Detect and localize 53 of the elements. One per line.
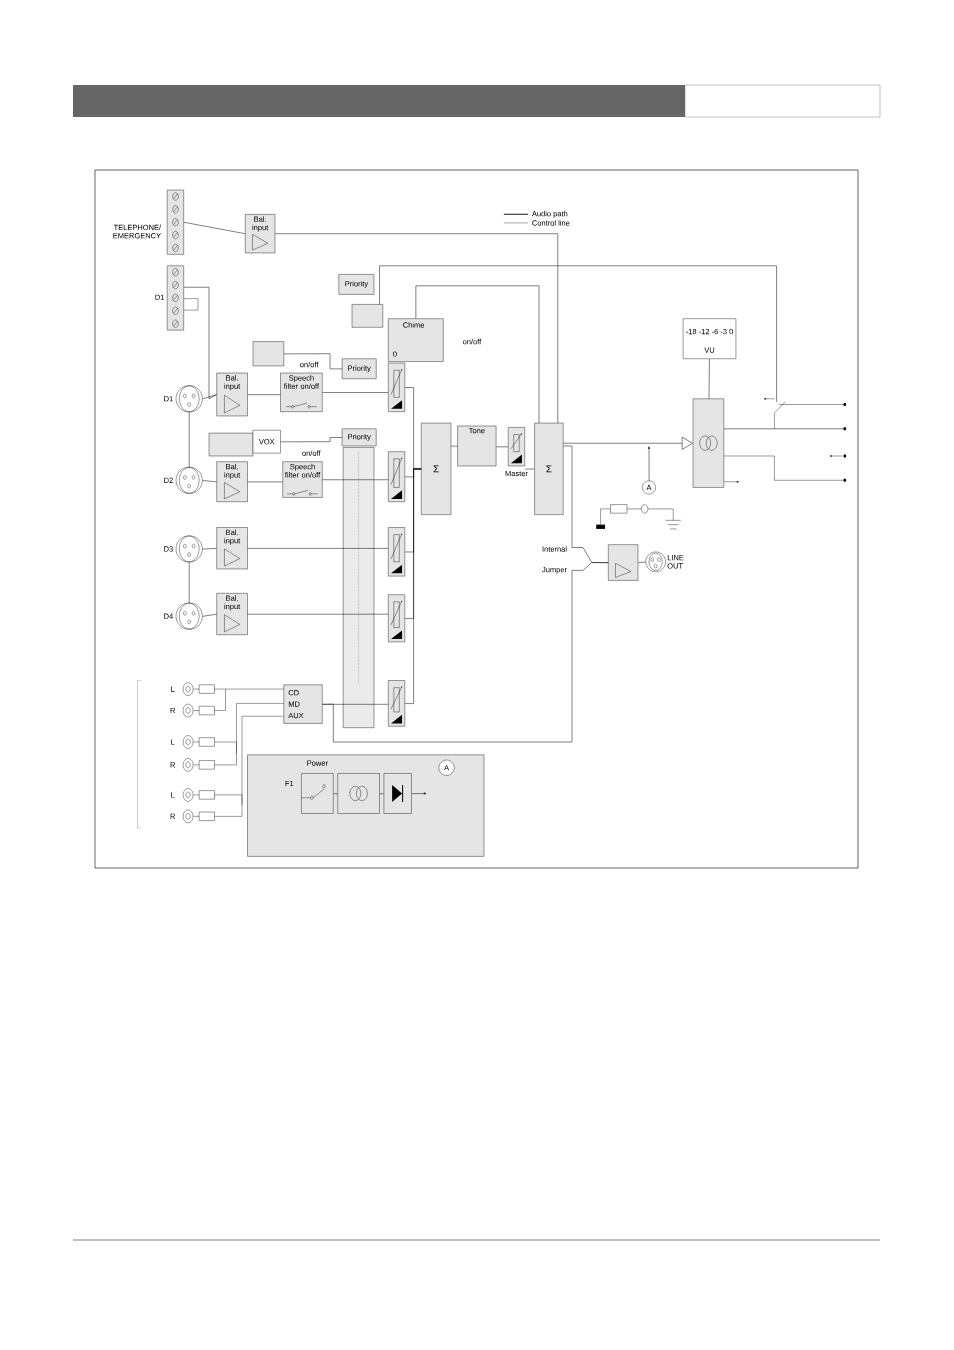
connector xyxy=(322,479,389,480)
xlr-connector xyxy=(645,551,666,572)
rectifier-box xyxy=(383,773,412,814)
volume-box xyxy=(388,451,405,502)
connector xyxy=(202,613,217,617)
empty-box xyxy=(208,432,254,457)
volume-box xyxy=(388,594,405,643)
connector xyxy=(496,446,509,448)
connector xyxy=(411,792,427,795)
summing-box: Σ xyxy=(421,422,452,515)
connector xyxy=(451,445,458,447)
connector xyxy=(708,358,710,399)
empty-box xyxy=(351,304,383,328)
connector xyxy=(322,392,389,393)
transformer-box xyxy=(337,773,380,814)
connector xyxy=(415,285,540,424)
xlr-connector xyxy=(175,385,203,413)
connector xyxy=(322,562,609,743)
volume-box xyxy=(388,527,405,577)
empty-box xyxy=(252,341,284,367)
connector xyxy=(333,793,338,794)
connector xyxy=(648,446,650,482)
volume-box xyxy=(388,680,405,727)
xlr-connector xyxy=(175,466,203,494)
connector xyxy=(283,353,343,370)
connector xyxy=(379,793,384,794)
connector xyxy=(379,265,777,402)
connector xyxy=(189,412,190,468)
connector xyxy=(202,480,217,483)
connector xyxy=(247,481,283,483)
volume-box xyxy=(388,362,405,412)
amplifier-box xyxy=(608,544,639,581)
connector xyxy=(247,613,389,615)
connector xyxy=(638,561,646,563)
connector xyxy=(563,436,693,450)
connector xyxy=(202,394,217,400)
connector xyxy=(189,562,190,604)
connector xyxy=(524,468,535,470)
xlr-connector xyxy=(175,535,203,563)
terminal-block xyxy=(167,189,184,255)
connector xyxy=(183,222,246,234)
xlr-connector xyxy=(175,602,203,630)
transformer-box xyxy=(692,398,724,488)
terminal-block xyxy=(167,265,184,331)
connector xyxy=(247,394,281,395)
summing-box: Σ xyxy=(534,422,564,515)
volume-box xyxy=(508,427,525,467)
connector xyxy=(202,548,217,550)
connector xyxy=(247,548,389,549)
connector xyxy=(275,233,559,424)
connector xyxy=(404,468,422,704)
connector xyxy=(280,437,343,443)
connector xyxy=(183,287,217,400)
